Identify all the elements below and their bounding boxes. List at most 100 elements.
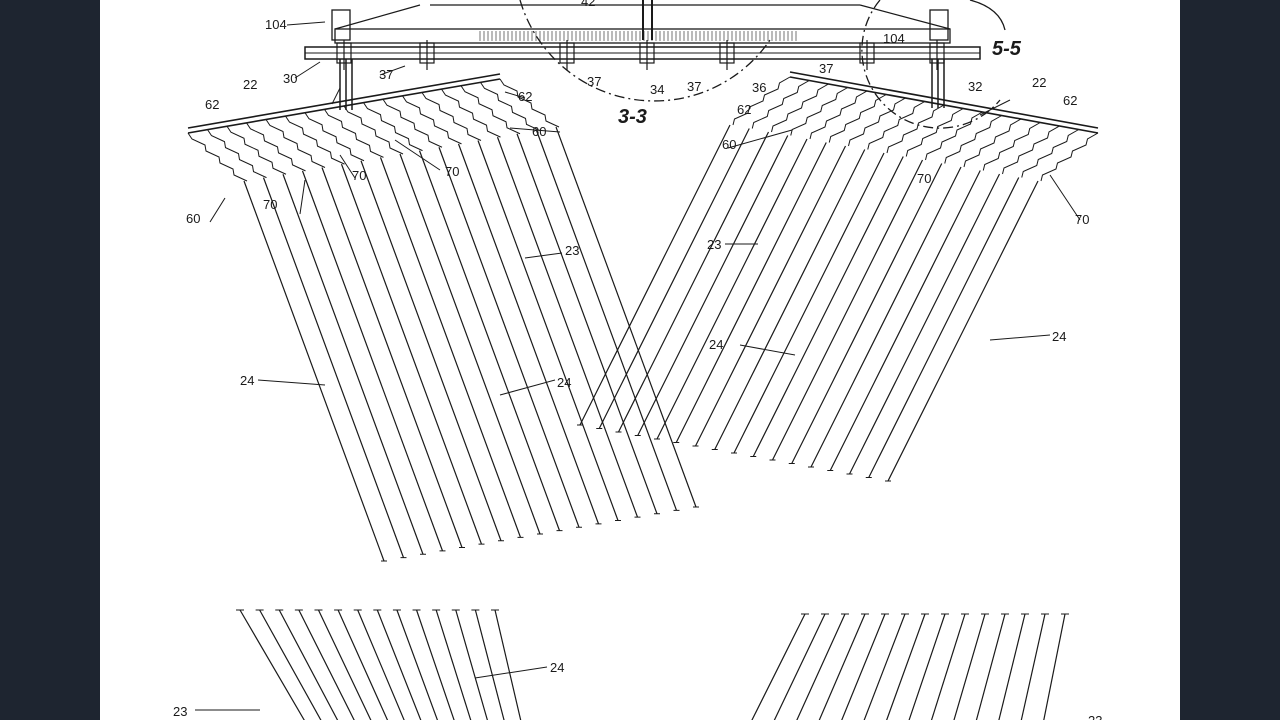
leader-line [209, 197, 226, 223]
leader-line [524, 252, 563, 259]
section-circle-3-3 [519, 0, 771, 102]
leader-line [1049, 174, 1081, 221]
ref-label-37: 37 [379, 67, 393, 82]
lower-left-fan-rod [455, 609, 488, 720]
leader-line [979, 99, 1011, 116]
ref-label-42: 42 [581, 0, 595, 9]
lower-left-fan-rod [435, 609, 472, 720]
leader-line [727, 129, 793, 149]
lower-right-fan-rod [930, 613, 966, 720]
right-comb-rod [771, 159, 924, 461]
ref-label-62: 62 [205, 97, 219, 112]
left-comb-rod [379, 157, 522, 538]
right-comb-bar [789, 71, 1099, 129]
lower-left-fan-rod [396, 609, 439, 720]
leader-line [286, 21, 326, 26]
right-comb-spring [867, 101, 925, 150]
section-callout-3-3: 3-3 [618, 106, 647, 128]
ref-label-70: 70 [445, 164, 459, 179]
left-comb-spring [285, 115, 345, 165]
left-comb-rod [496, 136, 639, 518]
right-comb-rod [752, 156, 904, 457]
viewer-frame-left [0, 0, 100, 720]
lower-right-fan-rod [953, 613, 986, 720]
left-comb-rod [555, 126, 697, 508]
left-comb-rod [438, 147, 580, 528]
ref-label-37: 37 [687, 79, 701, 94]
end-post-left [331, 9, 351, 41]
leader-line [509, 127, 561, 133]
ref-label-60: 60 [186, 211, 200, 226]
left-comb-rod [282, 174, 424, 555]
right-comb-spring [1002, 125, 1060, 175]
right-comb-spring [732, 76, 791, 126]
leader-line [257, 379, 326, 386]
left-comb-rod [418, 150, 561, 531]
patent-drawing: 104 104 42 30 37 37 34 37 36 37 32 22 22… [173, 0, 1102, 720]
lower-left-fan-rod [474, 609, 505, 720]
ref-label-62: 62 [518, 89, 532, 104]
right-comb-spring [751, 80, 810, 129]
right-comb-spring [848, 97, 906, 147]
left-comb-spring [460, 85, 521, 135]
ref-label-70: 70 [917, 171, 931, 186]
section-circle-5-5 [861, 0, 1001, 129]
right-comb-rod [675, 142, 827, 443]
ref-label-70: 70 [352, 168, 366, 183]
right-comb-spring [925, 111, 983, 161]
lower-right-fan-rod [1043, 613, 1066, 720]
ref-label-23: 23 [173, 704, 187, 719]
right-comb-spring [1021, 129, 1079, 178]
left-comb-spring [304, 112, 365, 162]
upper-truss [334, 4, 951, 30]
ref-label-23: 23 [707, 237, 721, 252]
lower-left-fan-rod [376, 609, 422, 720]
right-comb-spring [1040, 132, 1099, 182]
left-comb-spring [499, 78, 560, 128]
right-comb-rod [829, 170, 981, 471]
leader-line [499, 379, 556, 396]
right-comb-rod [714, 149, 866, 450]
leader-line [299, 179, 306, 215]
left-comb-spring [226, 125, 287, 175]
ref-label-70: 70 [263, 197, 277, 212]
left-comb-rod [399, 153, 541, 535]
right-comb-spring [886, 104, 945, 154]
ref-label-23: 23 [1088, 713, 1102, 720]
leader-line [474, 666, 548, 679]
left-comb-rod [340, 163, 483, 545]
lower-left-fan-rod [278, 609, 339, 720]
left-comb-rod [301, 170, 444, 552]
right-comb-rod [694, 145, 847, 447]
lower-left-fan-rod [494, 609, 522, 720]
left-comb-spring [265, 119, 326, 168]
lower-left-fan-rod [415, 609, 455, 720]
right-comb-rod [868, 177, 1020, 478]
ref-label-24: 24 [1052, 329, 1066, 344]
lower-right-fan-rod [886, 613, 926, 720]
left-comb-rod [457, 143, 600, 525]
left-comb-rod [321, 167, 463, 548]
left-comb-bar [187, 73, 501, 129]
right-comb-spring [828, 94, 887, 143]
ref-label-70: 70 [1075, 212, 1089, 227]
left-comb-spring [246, 122, 306, 172]
ref-label-60: 60 [532, 124, 546, 139]
right-comb-rod [791, 163, 943, 464]
right-comb-spring [905, 108, 964, 157]
right-comb-spring [771, 83, 829, 133]
lower-right-fan-rod [998, 613, 1026, 720]
ref-label-24: 24 [550, 660, 564, 675]
lower-right-fan-rod [796, 613, 846, 720]
left-comb-rod [360, 160, 502, 541]
right-comb-rod [656, 138, 808, 440]
right-comb-spring [809, 90, 868, 140]
lower-right-fan-rod [818, 613, 866, 720]
right-comb-rod [579, 124, 731, 426]
right-comb-rod [810, 166, 962, 468]
ref-label-24: 24 [557, 375, 571, 390]
left-comb-spring [382, 98, 443, 148]
left-comb-spring [441, 88, 501, 138]
ref-label-60: 60 [722, 137, 736, 152]
lower-left-fan-rod [317, 609, 372, 720]
